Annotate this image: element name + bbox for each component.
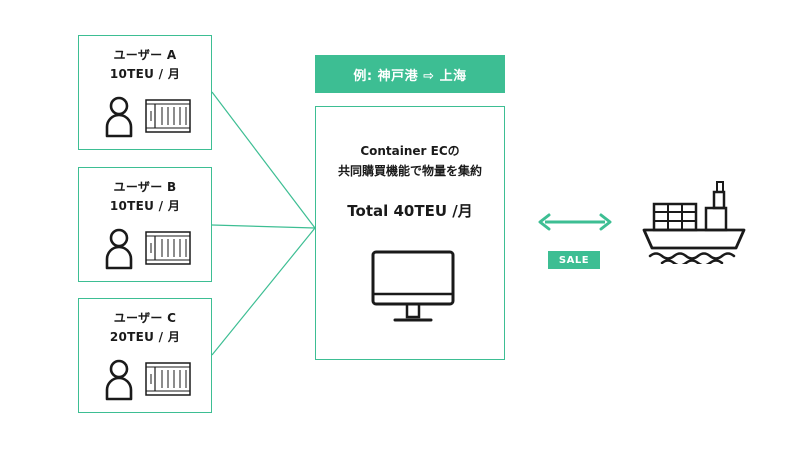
user-box-a: ユーザー A 10TEU / 月 (78, 35, 212, 150)
route-banner: 例: 神戸港 ⇨ 上海 (315, 55, 505, 93)
ec-title-line2: 共同購買機能で物量を集約 (337, 164, 482, 178)
container-icon (145, 362, 191, 396)
user-volume: 10TEU / 月 (109, 199, 181, 213)
user-name: ユーザー A (113, 48, 177, 62)
user-volume: 20TEU / 月 (109, 330, 181, 344)
user-name: ユーザー B (113, 180, 177, 194)
container-ec-box: Container ECの 共同購買機能で物量を集約 Total 40TEU /… (315, 106, 505, 360)
user-box-c: ユーザー C 20TEU / 月 (78, 298, 212, 413)
ship-icon (642, 181, 746, 264)
container-icon (145, 99, 191, 133)
person-icon (105, 359, 133, 401)
person-icon (105, 96, 133, 138)
user-volume: 10TEU / 月 (109, 67, 181, 81)
ec-total: Total 40TEU /月 (347, 202, 473, 220)
connector-line-b (211, 224, 316, 229)
connector-line-c (211, 227, 316, 356)
sale-badge: SALE (548, 251, 600, 269)
double-arrow-icon (538, 213, 612, 231)
container-icon (145, 231, 191, 265)
monitor-icon (371, 250, 455, 322)
person-icon (105, 228, 133, 270)
user-name: ユーザー C (113, 311, 177, 325)
connector-line-a (211, 91, 316, 229)
user-box-b: ユーザー B 10TEU / 月 (78, 167, 212, 282)
ec-title-line1: Container ECの (360, 144, 460, 158)
